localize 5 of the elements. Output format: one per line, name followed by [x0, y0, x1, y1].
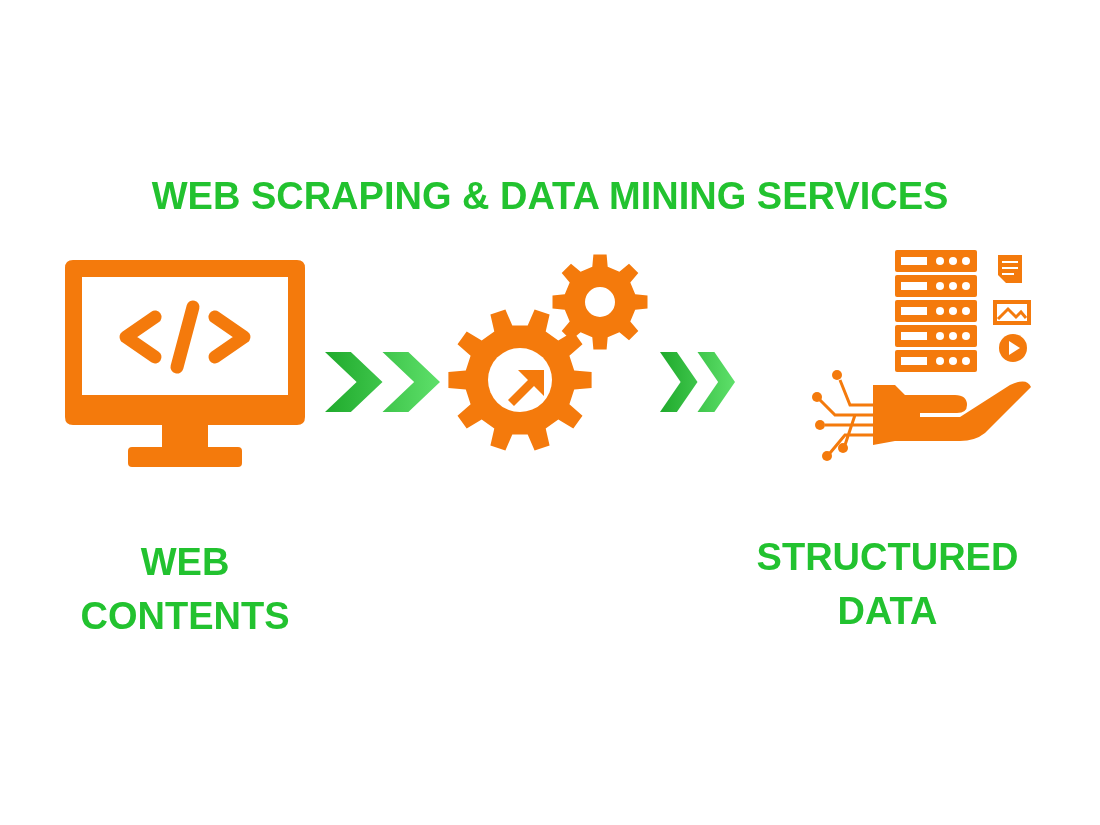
chevron-arrow — [325, 352, 440, 412]
chevron-arrow — [660, 352, 735, 412]
title: WEB SCRAPING & DATA MINING SERVICES — [150, 175, 950, 218]
node-label: WEB CONTENTS — [79, 540, 291, 639]
node-label: STRUCTURED DATA — [755, 535, 1020, 634]
